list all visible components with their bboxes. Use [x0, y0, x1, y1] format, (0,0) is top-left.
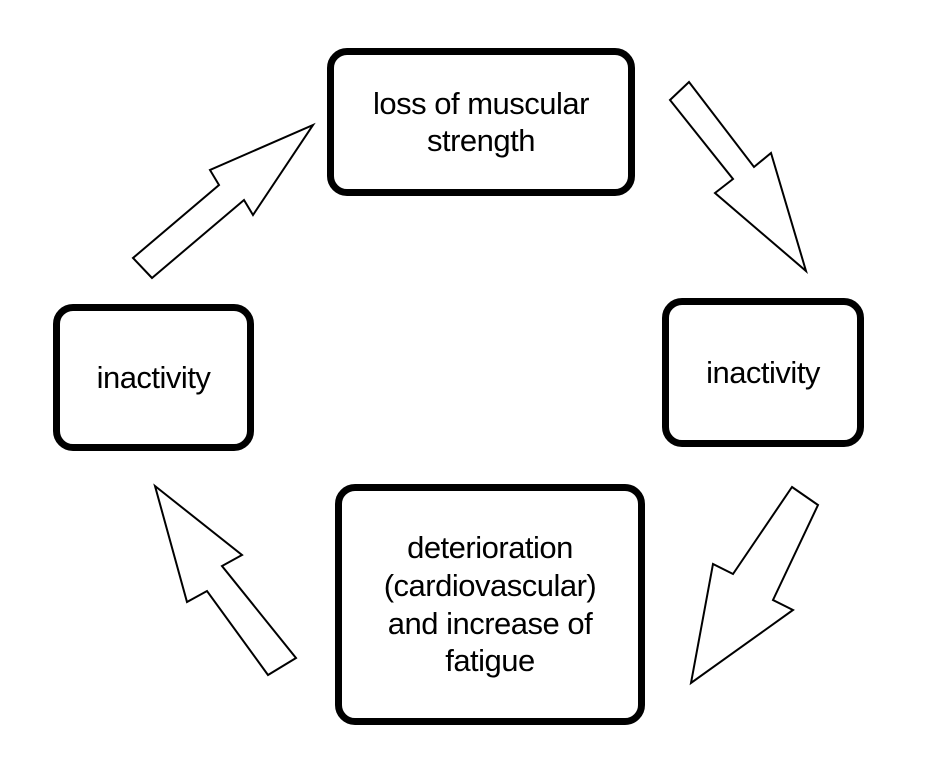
- arrow-top-to-right: [668, 80, 808, 274]
- arrow-left-to-top: [131, 122, 316, 280]
- node-inactivity-left: inactivity: [53, 304, 254, 451]
- node-label: inactivity: [96, 359, 211, 395]
- arrow-right-to-bottom: [689, 485, 820, 686]
- arrow-bottom-to-left: [153, 483, 298, 677]
- node-label: loss of muscular strength: [373, 85, 589, 158]
- node-label: deterioration (cardiovascular) and incre…: [383, 529, 597, 679]
- node-loss-of-muscular-strength: loss of muscular strength: [327, 48, 635, 196]
- node-deterioration-fatigue: deterioration (cardiovascular) and incre…: [335, 484, 645, 725]
- node-inactivity-right: inactivity: [662, 298, 864, 447]
- node-label: inactivity: [706, 354, 820, 390]
